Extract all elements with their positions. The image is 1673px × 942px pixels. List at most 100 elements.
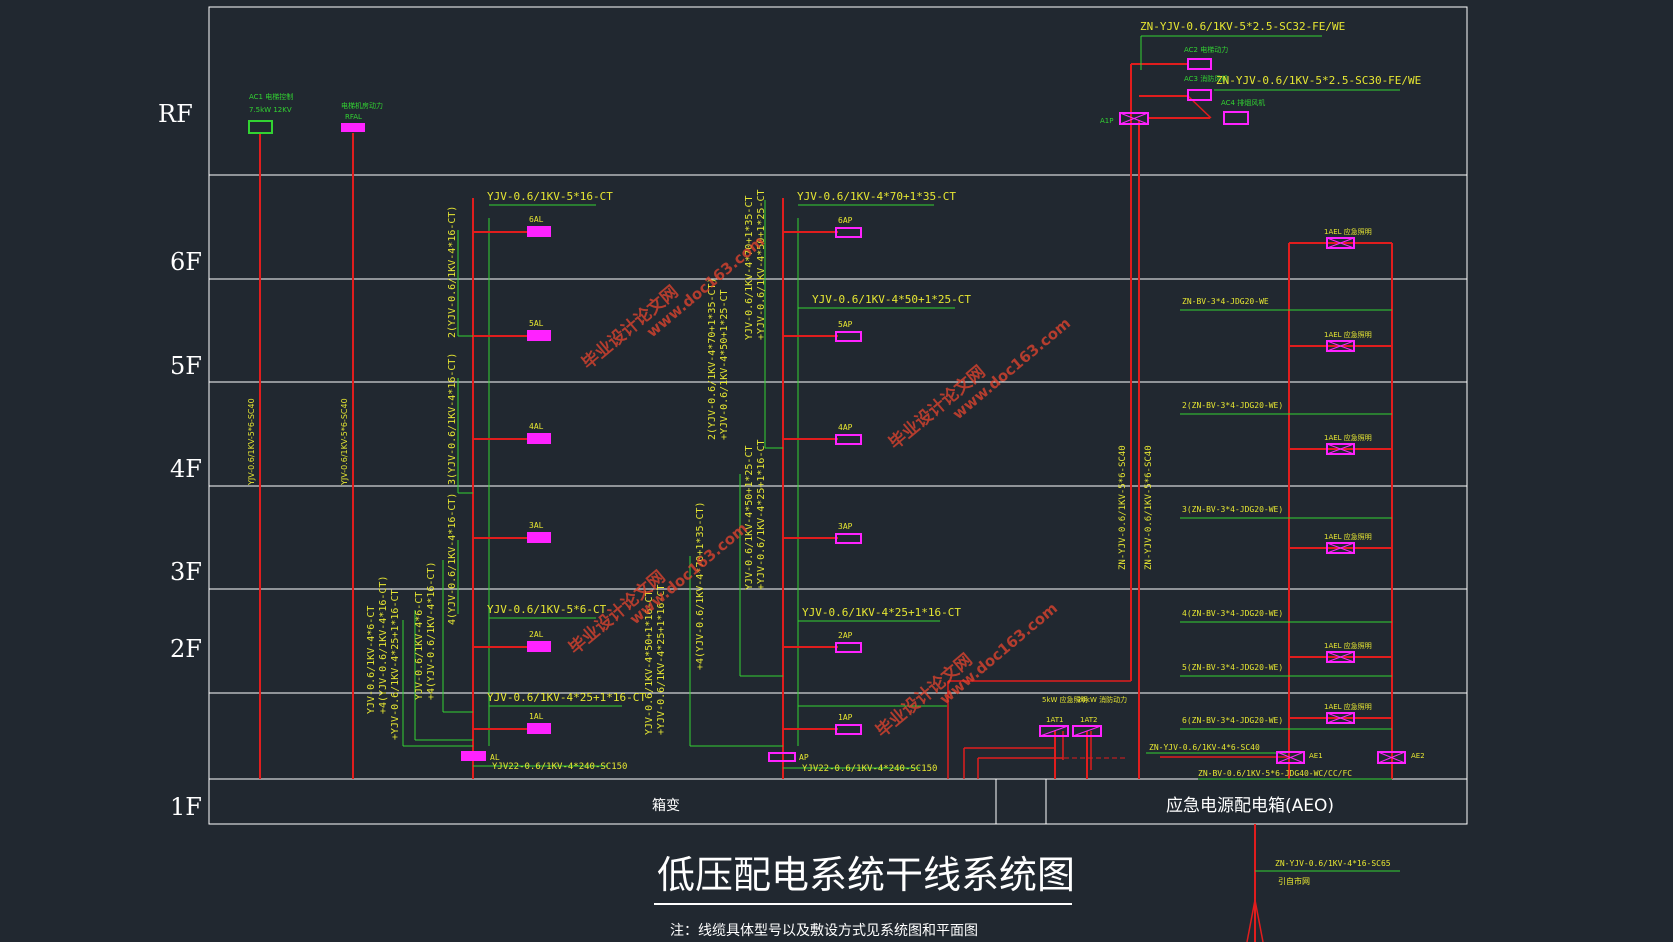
- panel-label-3ap: 3AP: [838, 522, 853, 531]
- watermark-6: www.doc163.com: [626, 519, 751, 628]
- power-cable-low: YJV-0.6/1KV-4*25+1*16-CT: [802, 606, 961, 619]
- vertical-label-l6: YJV-0.6/1KV-4*6-CT: [414, 592, 425, 700]
- panel-ap: [768, 752, 796, 762]
- ac4-panel: [1223, 111, 1249, 125]
- transformer-label: 箱变: [652, 798, 680, 814]
- ae-cable-2: ZN-BV-0.6/1KV-5*6-JDG40-WC/CC/FC: [1198, 769, 1352, 778]
- panel-label-al: AL: [490, 753, 500, 762]
- riser-label-e1: ZN-YJV-0.6/1KV-5*6-SC40: [1118, 445, 1128, 570]
- power-cable-mid: YJV-0.6/1KV-4*50+1*25-CT: [812, 293, 971, 306]
- ats-1at2-label: 1AT2: [1080, 716, 1097, 724]
- floor-label-1f: 1F: [170, 793, 202, 821]
- ae1-panel: [1276, 751, 1305, 764]
- emergency-cable-5: 5(ZN-BV-3*4-JDG20-WE): [1182, 663, 1283, 672]
- lighting-cable-low: YJV-0.6/1KV-4*25+1*16-CT: [487, 691, 646, 704]
- floor-label-4f: 4F: [170, 455, 202, 483]
- aeli-panel-2: [1326, 651, 1355, 663]
- rf-riser-label-1: YJV-0.6/1KV-5*6-SC40: [247, 398, 256, 486]
- panel-6ap: [835, 227, 862, 238]
- aeli-label-4: 1AEL 应急照明: [1324, 433, 1372, 442]
- top-cable-1: ZN-YJV-0.6/1KV-5*2.5-SC32-FE/WE: [1140, 20, 1345, 33]
- vertical-label-l2: 3(YJV-0.6/1KV-4*16-CT): [447, 353, 458, 485]
- ats-group: 5kW 应急照明 1AT1 20kW 消防动力 1AT2: [947, 680, 1131, 779]
- emergency-cable-1: ZN-BV-3*4-JDG20-WE: [1182, 297, 1269, 306]
- title-block: 低压配电系统干线系统图 注：线缆具体型号以及敷设方式见系统图和平面图: [654, 853, 1075, 939]
- power-cable-feed: YJV22-0.6/1KV-4*240-SC150: [802, 764, 937, 774]
- diagram-note: 注：线缆具体型号以及敷设方式见系统图和平面图: [670, 923, 978, 939]
- vertical-label-l8: +4(YJV-0.6/1KV-4*16-CT): [426, 562, 437, 700]
- emergency-cable-3: 3(ZN-BV-3*4-JDG20-WE): [1182, 505, 1283, 514]
- panel-label-2ap: 2AP: [838, 631, 853, 640]
- ats-1at1-label: 1AT1: [1046, 716, 1063, 724]
- power-cable-top: YJV-0.6/1KV-4*70+1*35-CT: [797, 190, 956, 203]
- panel-al: [461, 751, 486, 761]
- panel-label-6al: 6AL: [529, 215, 544, 224]
- top-cable-2: ZN-YJV-0.6/1KV-5*2.5-SC30-FE/WE: [1216, 74, 1421, 87]
- ats-1at1: [1039, 725, 1069, 737]
- aeli-label-3: 1AEL 应急照明: [1324, 532, 1372, 541]
- ac1-sub-label: 7.5kW 12KV: [249, 106, 292, 114]
- emergency-cable-4: 4(ZN-BV-3*4-JDG20-WE): [1182, 609, 1283, 618]
- emergency-cable-2: 2(ZN-BV-3*4-JDG20-WE): [1182, 401, 1283, 410]
- ac3-panel: [1187, 89, 1212, 101]
- floor-label-3f: 3F: [170, 558, 202, 586]
- vertical-label-l4: YJV-0.6/1KV-4*6-CT: [366, 606, 377, 714]
- floor-label-6f: 6F: [170, 248, 202, 276]
- rfal-top-label: 电梯机房动力: [341, 101, 383, 110]
- ae2-panel: [1377, 751, 1406, 764]
- vertical-label-p7: YJV-0.6/1KV-4*50+1*16-CT: [644, 591, 655, 736]
- incoming-cable: ZN-YJV-0.6/1KV-4*16-SC65: [1275, 859, 1391, 868]
- aeli-panel-5: [1326, 340, 1355, 352]
- panel-label-ap: AP: [799, 753, 809, 762]
- ae2-label: AE2: [1411, 752, 1425, 760]
- a1p-panel: [1119, 112, 1149, 125]
- panel-5al: [527, 330, 551, 341]
- vertical-label-l3: 4(YJV-0.6/1KV-4*16-CT): [447, 493, 458, 625]
- panel-4al: [527, 433, 551, 444]
- rfal-panel: [341, 123, 365, 132]
- power-riser: 6AP 5AP 4AP 3AP 2AP 1AP AP YJV-0.6/1KV-4…: [644, 189, 971, 779]
- panel-2ap: [835, 642, 862, 653]
- floor-labels: RF 6F 5F 4F 3F 2F 1F: [158, 100, 202, 821]
- transformer-box: 箱变: [208, 778, 997, 825]
- panel-label-2al: 2AL: [529, 630, 544, 639]
- rf-riser-label-2: YJV-0.6/1KV-5*6-SC40: [340, 398, 349, 486]
- aeli-label-5: 1AEL 应急照明: [1324, 330, 1372, 339]
- vertical-label-l1: 2(YJV-0.6/1KV-4*16-CT): [447, 206, 458, 338]
- floor-label-5f: 5F: [170, 352, 202, 380]
- emergency-riser: 1AEL 应急照明 1AEL 应急照明 1AEL 应急照明 1AEL 应急照明 …: [1146, 227, 1425, 780]
- lighting-cable-mid: YJV-0.6/1KV-5*6-CT: [487, 603, 607, 616]
- vertical-label-p2: +YJV-0.6/1KV-4*50+1*25-CT: [719, 289, 730, 440]
- rf-right-cluster: A1P AC2 电梯动力 AC3 消防风机 AC4 排烟风机 ZN-YJV-0.…: [1100, 20, 1421, 779]
- aeli-label-1: 1AEL 应急照明: [1324, 702, 1372, 711]
- ae1-label: AE1: [1309, 752, 1323, 760]
- ae-cable: ZN-YJV-0.6/1KV-4*6-SC40: [1149, 743, 1260, 752]
- panel-label-6ap: 6AP: [838, 216, 853, 225]
- rfal-label: RFAL: [345, 113, 362, 121]
- floor-label-rf: RF: [158, 100, 193, 128]
- ac1-panel: [248, 120, 273, 134]
- vertical-label-p4: +YJV-0.6/1KV-4*50+1*25-CT: [756, 189, 767, 340]
- vertical-label-p9: +4(YJV-0.6/1KV-4*70+1*35-CT): [695, 501, 706, 670]
- panel-label-4al: 4AL: [529, 422, 544, 431]
- ac3-label: AC3 消防风机: [1184, 74, 1228, 83]
- panel-4ap: [835, 434, 862, 445]
- panel-1ap: [835, 724, 862, 735]
- emergency-box: 应急电源配电箱(AEO): [1045, 778, 1468, 825]
- ats-1at1-top: 5kW 应急照明: [1042, 695, 1088, 704]
- ac2-label: AC2 电梯动力: [1184, 45, 1228, 54]
- ats-1at2-top: 20kW 消防动力: [1077, 695, 1127, 704]
- panel-label-3al: 3AL: [529, 521, 544, 530]
- emergency-cable-6: 6(ZN-BV-3*4-JDG20-WE): [1182, 716, 1283, 725]
- panel-label-1ap: 1AP: [838, 713, 853, 722]
- lighting-cable-top: YJV-0.6/1KV-5*16-CT: [487, 190, 613, 203]
- diagram-title: 低压配电系统干线系统图: [657, 853, 1075, 897]
- lighting-riser: 6AL 5AL 4AL 3AL 2AL 1AL AL YJV-0.6/1KV-5…: [366, 190, 646, 779]
- panel-3al: [527, 532, 551, 543]
- watermarks: 毕业设计论文网 www.doc163.com 毕业设计论文网 www.doc16…: [565, 232, 1074, 742]
- rf-risers: AC1 电梯控制 7.5kW 12KV 电梯机房动力 RFAL YJV-0.6/…: [247, 92, 383, 779]
- lighting-cable-feed: YJV22-0.6/1KV-4*240-SC150: [492, 762, 627, 772]
- vertical-label-p6: +YJV-0.6/1KV-4*25+1*16-CT: [756, 439, 767, 590]
- aeli-panel-3: [1326, 542, 1355, 554]
